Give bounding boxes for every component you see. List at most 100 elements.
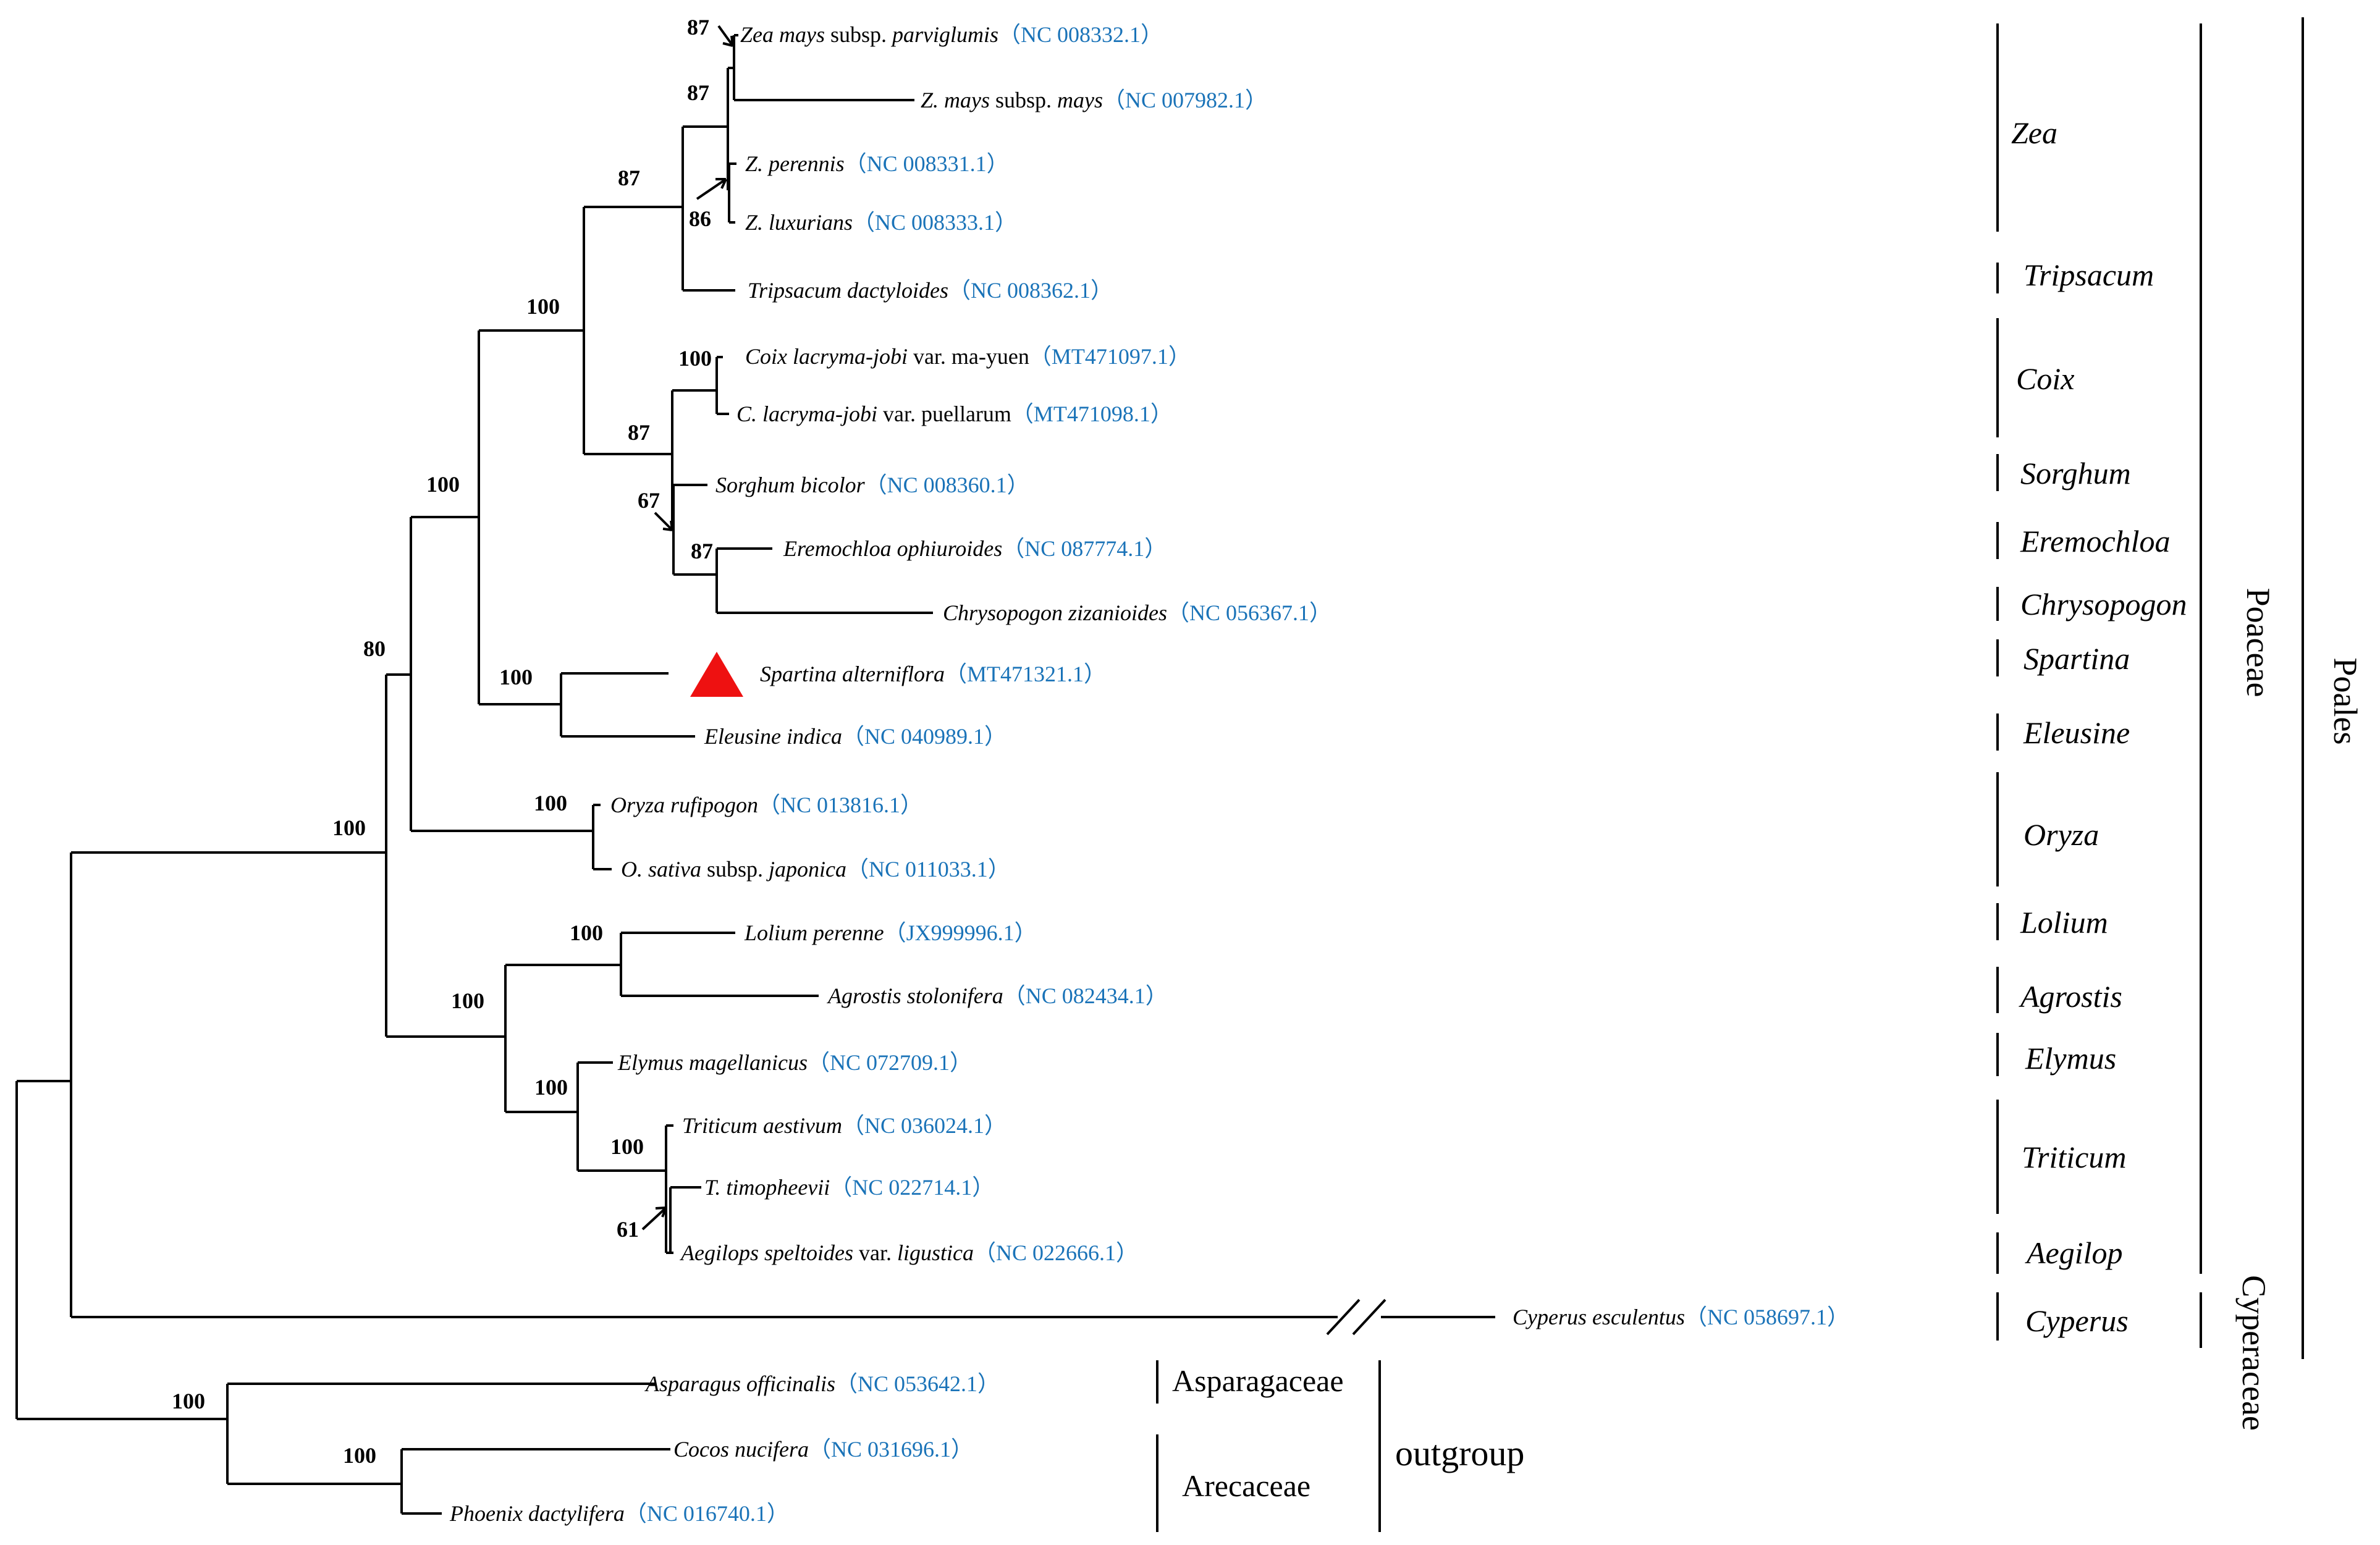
order-label-poales: Poales	[2327, 658, 2364, 745]
support-value: 87	[687, 15, 709, 40]
branch-triticeae	[576, 1061, 666, 1172]
taxon-label: Z. luxurians（NC 008333.1）	[745, 210, 1017, 235]
branch-coix-sorghum	[671, 389, 717, 529]
taxon-label: Agrostis stolonifera（NC 082434.1）	[827, 983, 1168, 1008]
genus-label-cyperus: Cyperus	[2025, 1303, 2129, 1338]
genus-label-agrostis: Agrostis	[2019, 979, 2122, 1014]
genus-labels: Zea Tripsacum Coix Sorghum Eremochloa Ch…	[2011, 116, 2187, 1338]
support-value: 86	[689, 206, 711, 231]
taxon-label: Zea mays subsp. parviglumis（NC 008332.1）	[740, 22, 1163, 47]
family-brackets	[1156, 17, 2304, 1532]
branch-break-mark	[1326, 1297, 1495, 1341]
branch-pacmad	[478, 329, 584, 705]
genus-label-coix: Coix	[2016, 361, 2074, 396]
family-label-asparagaceae: Asparagaceae	[1172, 1363, 1344, 1398]
arrow-icon	[696, 178, 727, 200]
support-value: 67	[638, 488, 660, 513]
support-value: 87	[618, 166, 640, 190]
branch-poaceae	[385, 673, 505, 1038]
genus-label-spartina: Spartina	[2023, 641, 2130, 676]
genus-label-sorghum: Sorghum	[2020, 456, 2131, 490]
branch-pooideae	[504, 964, 621, 1113]
taxon-label: Spartina alterniflora（MT471321.1）	[760, 662, 1106, 686]
branch-lolium-agrostis	[620, 932, 819, 997]
taxon-label: Aegilops speltoides var. ligustica（NC 02…	[680, 1240, 1138, 1265]
taxon-label: Phoenix dactylifera（NC 016740.1）	[449, 1501, 789, 1526]
branch-zea-tripsacum	[682, 125, 735, 292]
taxon-label: Z. mays subsp. mays（NC 007982.1）	[921, 88, 1267, 112]
support-value: 87	[691, 539, 713, 563]
support-arrows	[641, 25, 734, 1231]
family-label-arecaceae: Arecaceae	[1182, 1468, 1310, 1503]
taxon-label: Cocos nucifera（NC 031696.1）	[673, 1437, 973, 1462]
support-value: 61	[617, 1217, 639, 1242]
tree-branches	[15, 34, 1338, 1515]
branch-arecaceae-clade	[400, 1448, 670, 1515]
taxon-label: Tripsacum dactyloides（NC 008362.1）	[748, 278, 1113, 303]
genus-label-eleusine: Eleusine	[2023, 715, 2130, 750]
branch-chloridoideae	[560, 672, 695, 738]
branch-root	[15, 1080, 227, 1420]
taxon-label: Cyperus esculentus（NC 058697.1）	[1513, 1305, 1849, 1329]
support-value: 100	[451, 988, 484, 1013]
branch-andropogoneae-coix	[583, 206, 683, 455]
family-label-cyperaceae: Cyperaceae	[2235, 1275, 2272, 1431]
support-value: 100	[526, 294, 560, 319]
branch-eremochloa-chrysopogon	[715, 547, 933, 614]
support-value: 100	[678, 346, 712, 371]
taxon-label: Elymus magellanicus（NC 072709.1）	[617, 1050, 972, 1075]
support-value: 80	[363, 636, 386, 661]
arrow-icon	[654, 511, 673, 531]
taxon-label: T. timopheevii（NC 022714.1）	[704, 1175, 994, 1200]
taxon-label: Eremochloa ophiuroides（NC 087774.1）	[783, 536, 1167, 561]
branch-sorghum-group	[672, 484, 717, 576]
support-value: 100	[426, 472, 460, 497]
taxon-label: C. lacryma-jobi var. puellarum（MT471098.…	[736, 402, 1173, 426]
branch-ingroup	[70, 851, 1338, 1318]
branch-zea-mays	[733, 34, 914, 101]
support-value: 100	[610, 1134, 644, 1159]
support-value: 100	[332, 815, 366, 840]
support-value: 100	[172, 1389, 205, 1413]
taxon-label: Triticum aestivum（NC 036024.1）	[682, 1113, 1006, 1138]
taxon-label: Sorghum bicolor（NC 008360.1）	[715, 473, 1029, 497]
support-value: 100	[534, 791, 567, 815]
triangle-icon	[690, 652, 743, 697]
taxon-label: Oryza rufipogon（NC 013816.1）	[610, 793, 922, 817]
branch-coix	[715, 356, 729, 415]
taxon-label: Chrysopogon zizanioides（NC 056367.1）	[943, 600, 1331, 625]
genus-label-eremochloa: Eremochloa	[2020, 524, 2171, 558]
taxon-label: Asparagus officinalis（NC 053642.1）	[644, 1371, 1000, 1396]
arrow-icon	[641, 1206, 667, 1231]
genus-label-chrysopogon: Chrysopogon	[2020, 587, 2187, 621]
branch-oryza	[592, 804, 612, 870]
branch-triticum	[669, 1186, 701, 1254]
support-value: 87	[628, 420, 650, 445]
taxon-label: Eleusine indica（NC 040989.1）	[704, 724, 1006, 749]
branch-outgroup-clade	[226, 1383, 655, 1485]
taxon-label: Coix lacryma-jobi var. ma-yuen（MT471097.…	[745, 344, 1191, 369]
genus-label-triticum: Triticum	[2022, 1140, 2126, 1174]
genus-label-tripsacum: Tripsacum	[2023, 258, 2154, 292]
support-value: 100	[570, 920, 603, 945]
support-value: 100	[343, 1443, 376, 1468]
support-value: 87	[687, 80, 709, 105]
arrow-icon	[717, 25, 734, 47]
genus-label-lolium: Lolium	[2020, 905, 2108, 940]
branch-pacmad-bop	[410, 516, 593, 832]
genus-label-oryza: Oryza	[2023, 817, 2099, 852]
taxon-label: Lolium perenne（JX999996.1）	[744, 920, 1037, 945]
taxon-label: O. sativa subsp. japonica（NC 011033.1）	[621, 857, 1010, 882]
branch-zea-perennis-luxurians	[728, 162, 736, 224]
taxon-label: Z. perennis（NC 008331.1）	[745, 151, 1009, 176]
genus-label-zea: Zea	[2011, 116, 2057, 150]
support-values: 87 87 86 87 100 100 87 67 87 100 100 80 …	[172, 15, 713, 1468]
genus-label-elymus: Elymus	[2025, 1041, 2116, 1076]
support-value: 100	[499, 665, 533, 689]
genus-label-aegilop: Aegilop	[2025, 1236, 2123, 1270]
outgroup-label: outgroup	[1395, 1433, 1524, 1473]
taxon-labels: Zea mays subsp. parviglumis（NC 008332.1）…	[449, 22, 1849, 1526]
family-label-poaceae: Poaceae	[2240, 588, 2277, 697]
support-value: 100	[534, 1075, 568, 1100]
